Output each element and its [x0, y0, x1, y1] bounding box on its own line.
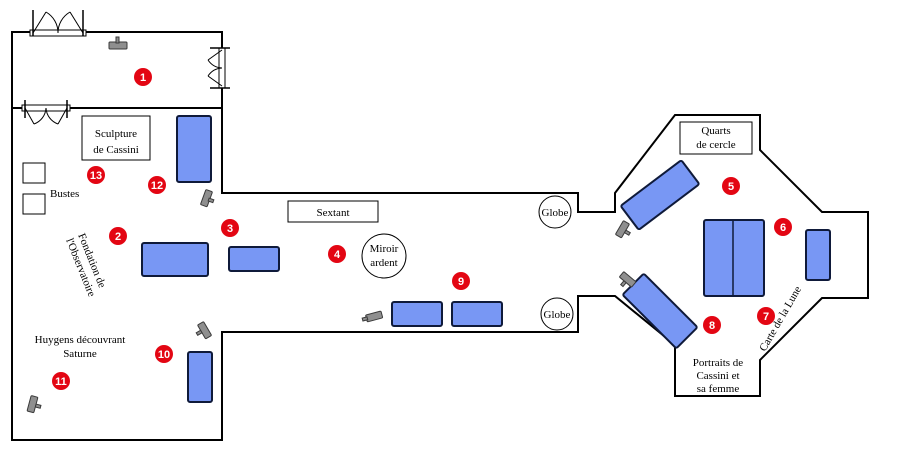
display-case [228, 246, 280, 272]
marker-12[interactable]: 12 [148, 176, 166, 194]
display-case [176, 115, 212, 183]
display-case [187, 351, 213, 403]
marker-2[interactable]: 2 [109, 227, 127, 245]
sculpture-box [81, 115, 151, 161]
label-sculpture-2: de Cassini [93, 144, 139, 156]
outer-wall [11, 31, 869, 441]
marker-8[interactable]: 8 [703, 316, 721, 334]
miroir-circle [361, 233, 407, 279]
svg-text:9: 9 [458, 276, 464, 288]
marker-1[interactable]: 1 [134, 68, 152, 86]
svg-text:4: 4 [334, 249, 341, 261]
label-bustes: Bustes [50, 188, 79, 200]
display-case [391, 301, 443, 327]
label-globe-bottom: Globe [544, 309, 571, 321]
camera-icon [200, 189, 215, 208]
marker-11[interactable]: 11 [52, 372, 70, 390]
display-case [451, 301, 503, 327]
svg-text:11: 11 [55, 376, 67, 388]
door-icon [21, 100, 71, 125]
marker-10[interactable]: 10 [155, 345, 173, 363]
label-portraits-1: Portraits de [693, 357, 744, 369]
marker-7[interactable]: 7 [757, 307, 775, 325]
marker-3[interactable]: 3 [221, 219, 239, 237]
display-case [620, 159, 700, 231]
label-globe-top: Globe [542, 207, 569, 219]
svg-text:8: 8 [709, 320, 715, 332]
label-quarts-1: Quarts [701, 125, 730, 137]
camera-icon [195, 321, 212, 340]
buste-box [22, 193, 46, 215]
numbered-markers: 1 2 3 4 5 6 7 8 9 10 11 12 13 [52, 68, 792, 390]
camera-icon [108, 36, 128, 50]
svg-text:2: 2 [115, 231, 121, 243]
buste-box [22, 162, 46, 184]
marker-6[interactable]: 6 [774, 218, 792, 236]
label-miroir-1: Miroir [370, 243, 399, 255]
svg-text:10: 10 [158, 349, 170, 361]
camera-icon [619, 271, 637, 288]
display-case [805, 229, 831, 281]
label-miroir-2: ardent [370, 257, 397, 269]
svg-text:1: 1 [140, 72, 146, 84]
marker-4[interactable]: 4 [328, 245, 346, 263]
svg-text:12: 12 [151, 180, 163, 192]
globe-bottom-circle [540, 297, 574, 331]
label-quarts-2: de cercle [696, 139, 735, 151]
marker-13[interactable]: 13 [87, 166, 105, 184]
label-portraits-3: sa femme [697, 383, 740, 395]
label-sculpture-1: Sculpture [95, 128, 137, 140]
label-huygens-1: Huygens découvrant [35, 334, 126, 346]
svg-text:3: 3 [227, 223, 233, 235]
door-icon [207, 47, 230, 89]
display-case [703, 219, 765, 297]
quarts-box [679, 121, 753, 155]
camera-icon [26, 395, 42, 414]
display-case [141, 242, 209, 277]
camera-icon [615, 220, 631, 239]
camera-icon [361, 310, 384, 323]
label-portraits-2: Cassini et [696, 370, 739, 382]
sextant-box [287, 200, 379, 223]
svg-text:6: 6 [780, 222, 786, 234]
svg-text:7: 7 [763, 311, 769, 323]
label-huygens-2: Saturne [63, 348, 97, 360]
globe-top-circle [538, 195, 572, 229]
svg-text:5: 5 [728, 181, 734, 193]
door-icon [29, 10, 87, 37]
marker-9[interactable]: 9 [452, 272, 470, 290]
display-cases [141, 115, 831, 403]
label-sextant: Sextant [317, 207, 350, 219]
marker-5[interactable]: 5 [722, 177, 740, 195]
svg-text:13: 13 [90, 170, 102, 182]
